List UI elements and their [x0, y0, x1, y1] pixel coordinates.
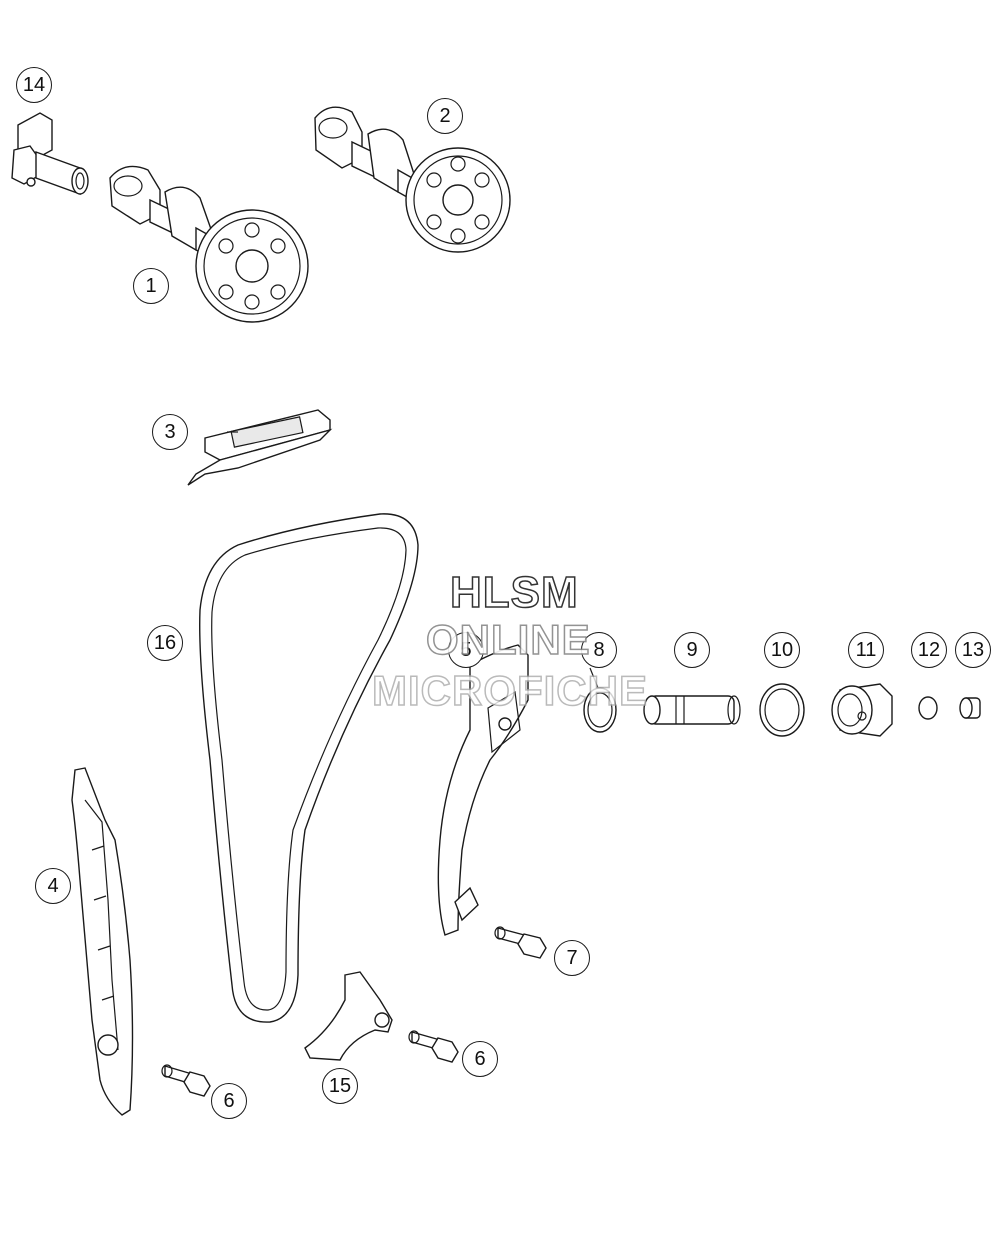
callout-2[interactable]: 2 [427, 98, 463, 134]
part-11-screw-plug[interactable] [831, 683, 893, 737]
part-12-o-ring[interactable] [918, 696, 938, 720]
part-10-seal-ring[interactable] [759, 683, 805, 737]
part-7-bolt[interactable] [494, 926, 547, 959]
callout-15[interactable]: 15 [322, 1068, 358, 1104]
callout-9[interactable]: 9 [674, 632, 710, 668]
callout-1[interactable]: 1 [133, 268, 169, 304]
callout-12[interactable]: 12 [911, 632, 947, 668]
part-3-bracket[interactable] [187, 409, 333, 486]
part-8-o-ring[interactable] [583, 687, 617, 733]
callout-16[interactable]: 16 [147, 625, 183, 661]
callout-8[interactable]: 8 [581, 632, 617, 668]
part-1-camshaft[interactable] [109, 165, 309, 323]
part-6-bolt-left[interactable] [161, 1064, 211, 1097]
part-13-cap[interactable] [959, 697, 981, 719]
part-16-timing-chain[interactable] [199, 513, 419, 1023]
part-14-sensor[interactable] [11, 112, 89, 195]
callout-6-right[interactable]: 6 [462, 1041, 498, 1077]
watermark-line-2: ONLINE [425, 616, 591, 663]
callout-5[interactable]: 5 [448, 632, 484, 668]
callout-14[interactable]: 14 [16, 67, 52, 103]
callout-11[interactable]: 11 [848, 632, 884, 668]
callout-3[interactable]: 3 [152, 414, 188, 450]
part-9-tensioner[interactable] [643, 695, 741, 725]
part-2-camshaft[interactable] [314, 106, 511, 253]
callout-6-left[interactable]: 6 [211, 1083, 247, 1119]
part-5-tensioner-rail[interactable] [437, 644, 529, 936]
callout-13[interactable]: 13 [955, 632, 991, 668]
callout-10[interactable]: 10 [764, 632, 800, 668]
leader-lines [227, 431, 599, 689]
callout-4[interactable]: 4 [35, 868, 71, 904]
watermark-line-3: MICROFICHE [371, 667, 648, 714]
watermark-line-1: HLSM [449, 568, 579, 617]
part-6-bolt-right[interactable] [408, 1030, 459, 1063]
part-15-chain-guide[interactable] [304, 971, 393, 1061]
callout-7[interactable]: 7 [554, 940, 590, 976]
part-4-guide-rail[interactable] [71, 767, 134, 1116]
